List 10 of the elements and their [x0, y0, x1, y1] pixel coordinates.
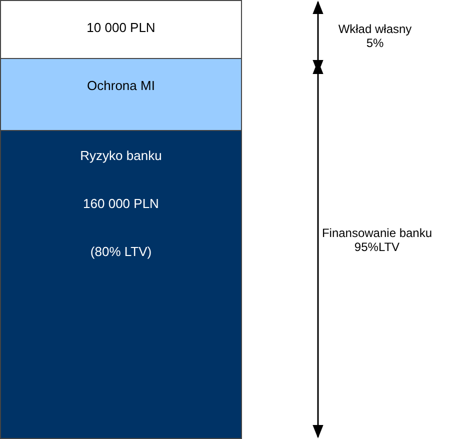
amount-text: 160 000 PLN [83, 196, 159, 211]
dimension-label: Wkład własny 5% [337, 22, 413, 50]
bank-risk-segment [0, 130, 242, 439]
dimension-label: Finansowanie banku 95%LTV [320, 226, 434, 254]
segment-label: Ryzyko banku [80, 148, 162, 163]
segment-label: 10 000 PLN [86, 20, 156, 35]
amount-segment [0, 0, 242, 59]
segment-label: (80% LTV) [90, 244, 152, 259]
insurance-segment [0, 58, 242, 131]
segment-label: Ochrona MI [87, 78, 155, 93]
